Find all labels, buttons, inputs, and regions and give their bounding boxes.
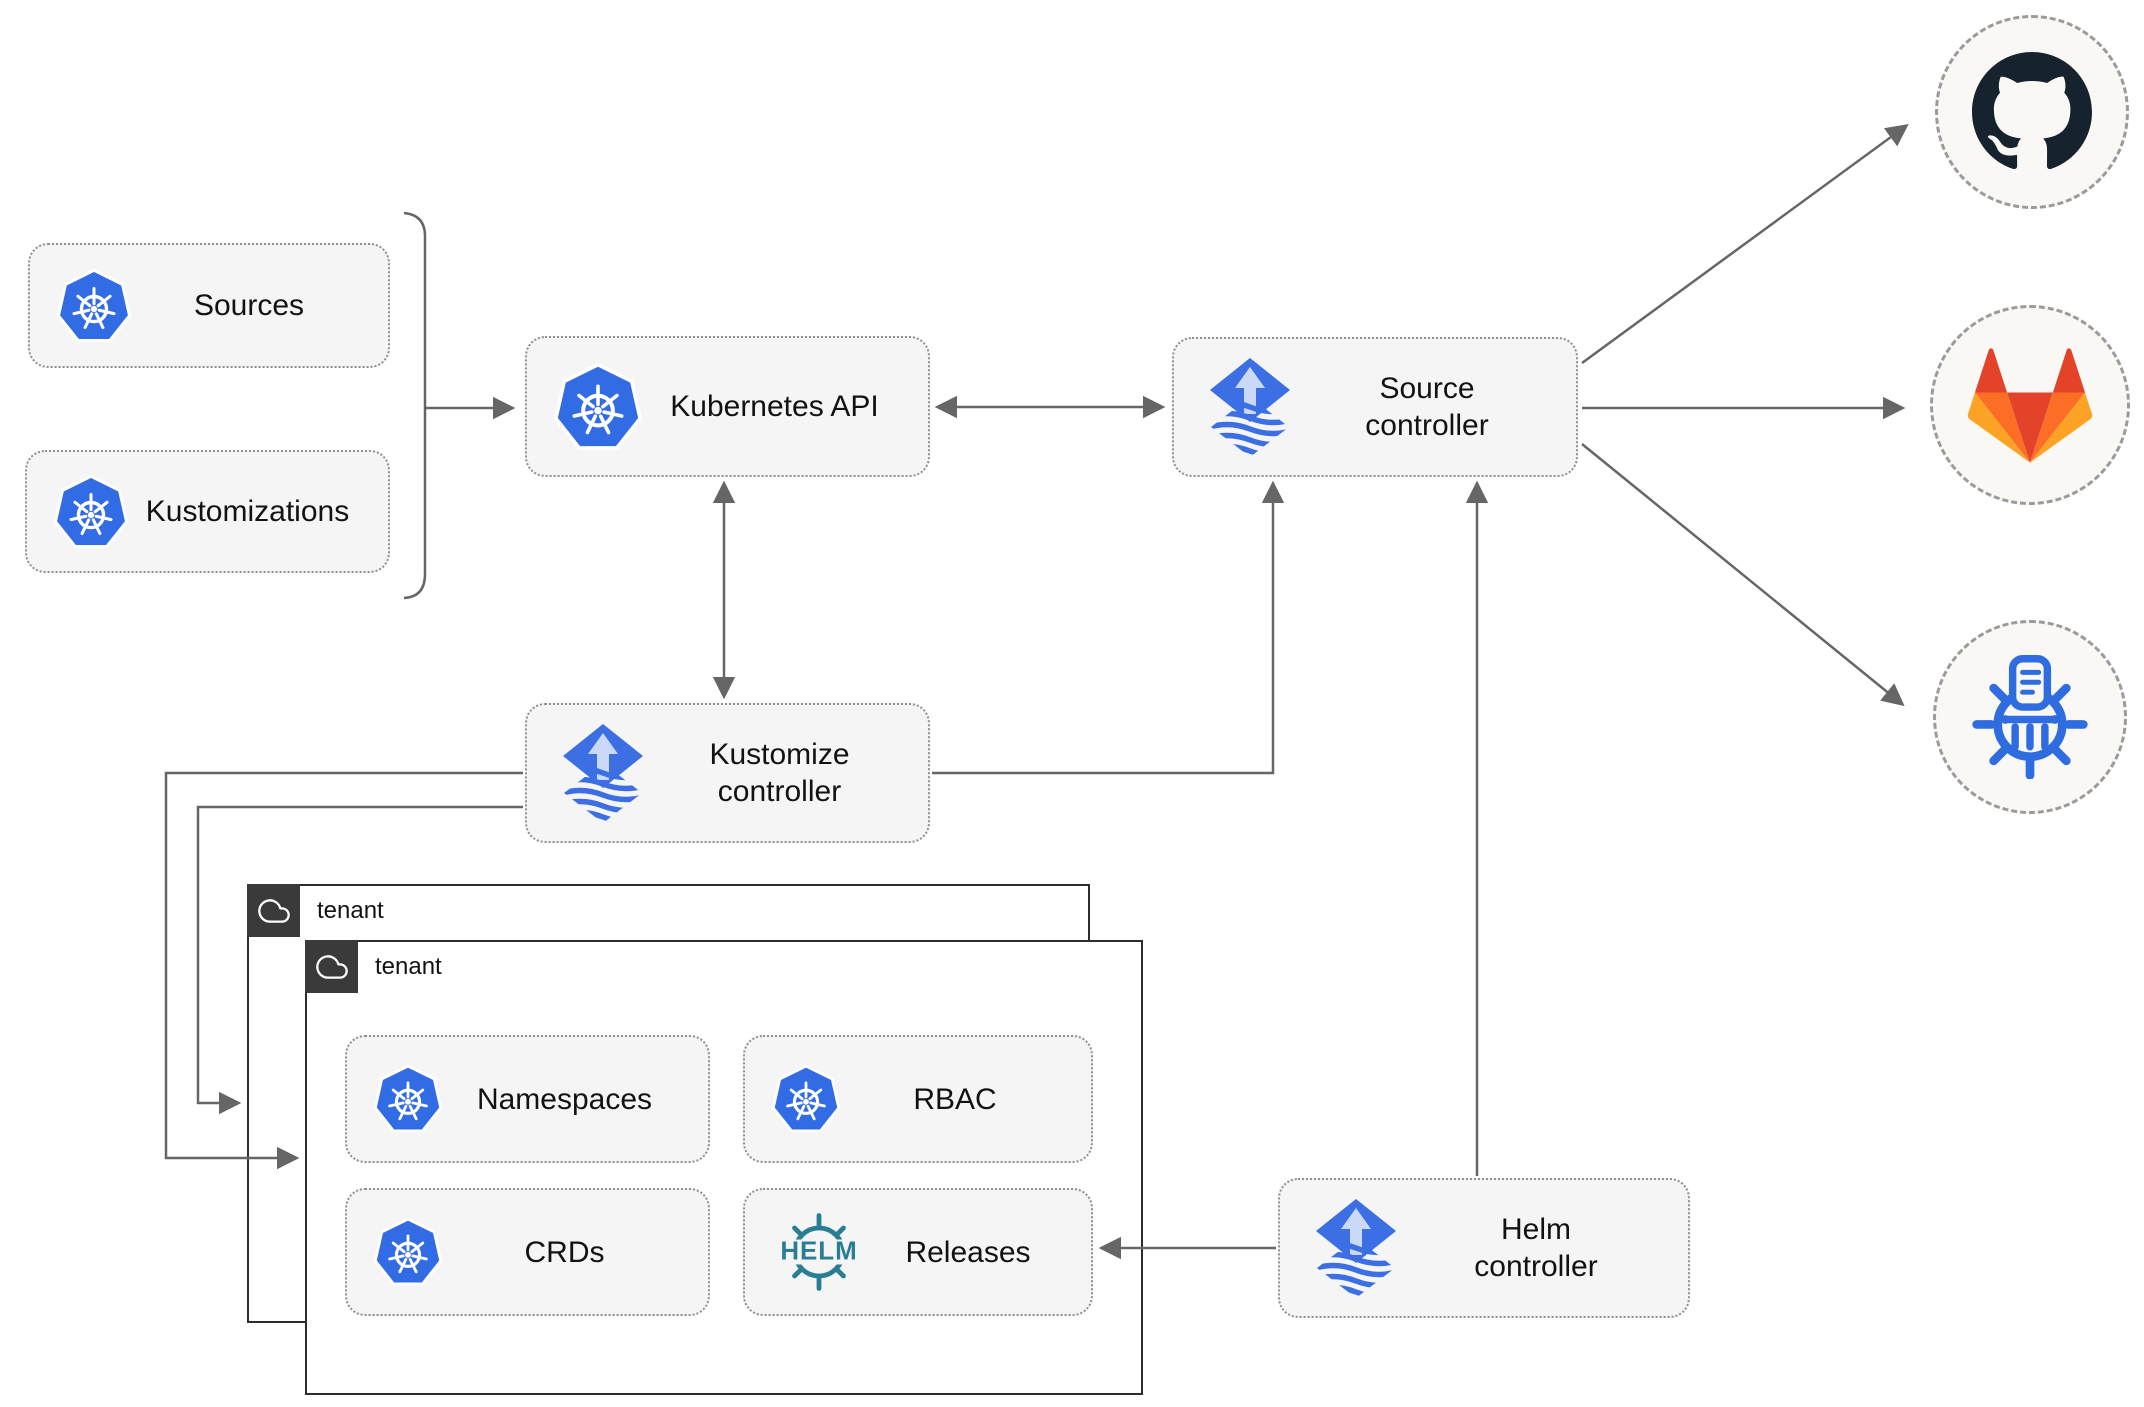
kubernetes-icon <box>553 360 643 454</box>
node-kustomize-controller-label-line2: controller <box>717 775 842 808</box>
node-helm-controller-label: Helm controller <box>1406 1211 1666 1285</box>
repo-helm-repository <box>1933 620 2127 814</box>
tenant-front-label: tenant <box>375 952 442 980</box>
github-icon <box>1972 52 2092 172</box>
node-source-controller: Source controller <box>1172 337 1578 477</box>
kubernetes-icon <box>53 472 129 552</box>
gitlab-icon <box>1967 346 2093 464</box>
node-source-controller-label: Source controller <box>1300 370 1554 444</box>
kubernetes-icon <box>56 266 132 346</box>
helm-wordmark: HELM <box>780 1238 857 1266</box>
tenant-badge <box>247 884 300 937</box>
helm-repository-icon <box>1968 655 2092 779</box>
node-helm-controller-label-line2: controller <box>1474 1250 1598 1283</box>
helm-icon: HELM <box>780 1213 857 1291</box>
node-crds: CRDs <box>345 1188 710 1316</box>
cloud-icon <box>258 895 290 927</box>
repo-gitlab <box>1930 305 2130 505</box>
node-kubernetes-api-label: Kubernetes API <box>670 390 879 423</box>
node-kustomizations-label: Kustomizations <box>145 495 350 528</box>
flux-icon <box>553 721 653 825</box>
node-sources: Sources <box>28 243 390 368</box>
repo-github <box>1935 15 2129 209</box>
node-releases: HELM Releases <box>743 1188 1093 1316</box>
kubernetes-icon <box>373 1062 443 1136</box>
edge-source-controller-helm-repository <box>1581 443 1905 707</box>
edge-source-controller-github <box>1581 124 1909 365</box>
tenant-box-front: tenant <box>305 940 1143 1395</box>
cloud-icon <box>316 951 348 983</box>
tenant-badge <box>305 940 358 993</box>
tenant-back-label: tenant <box>317 896 384 924</box>
kubernetes-icon <box>771 1062 841 1136</box>
edge-kustomize-controller-source-controller <box>932 480 1285 775</box>
node-source-controller-label-line2: controller <box>1365 409 1489 442</box>
node-namespaces-label: Namespaces <box>476 1082 653 1116</box>
node-helm-controller: Helm controller <box>1278 1178 1690 1318</box>
kubernetes-icon <box>373 1215 443 1289</box>
node-kustomizations: Kustomizations <box>25 450 390 573</box>
bracket-sources-group <box>403 211 427 600</box>
node-helm-controller-label-line1: Helm <box>1500 1213 1571 1246</box>
flux-icon <box>1306 1196 1406 1300</box>
node-crds-label: CRDs <box>524 1235 605 1269</box>
node-rbac: RBAC <box>743 1035 1093 1163</box>
flux-icon <box>1200 355 1300 459</box>
node-rbac-label: RBAC <box>913 1082 997 1116</box>
node-namespaces: Namespaces <box>345 1035 710 1163</box>
node-kubernetes-api: Kubernetes API <box>525 336 930 477</box>
node-source-controller-label-line1: Source <box>1379 372 1475 405</box>
node-releases-label: Releases <box>905 1235 1031 1269</box>
node-sources-label: Sources <box>193 289 305 322</box>
node-kustomize-controller-label-line1: Kustomize <box>709 738 850 771</box>
node-kustomize-controller: Kustomize controller <box>525 703 930 843</box>
node-kustomize-controller-label: Kustomize controller <box>653 736 906 810</box>
